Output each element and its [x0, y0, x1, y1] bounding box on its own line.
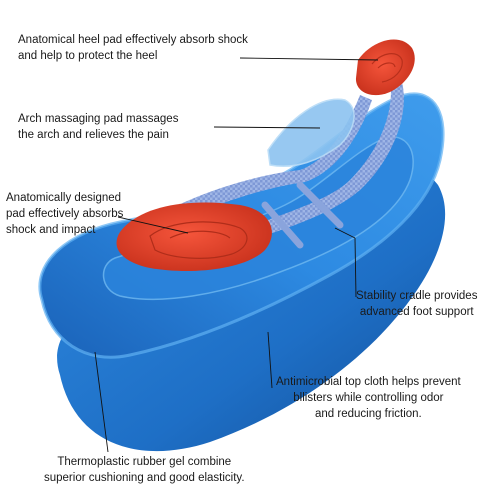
forefoot-pad-callout: Anatomically designed pad effectively ab… — [6, 190, 123, 238]
top-cloth-callout-line-1: Antimicrobial top cloth helps prevent — [276, 376, 461, 388]
heel-pad-callout: Anatomical heel pad effectively absorb s… — [18, 32, 248, 64]
top-cloth-callout-line-3: and reducing friction. — [314, 408, 422, 420]
stability-cradle-callout-line-2: advanced foot support — [359, 306, 474, 318]
heel-pad-ridges — [371, 53, 403, 83]
arch-pad-callout-line-2: the arch and relieves the pain — [18, 129, 169, 141]
leader-line-arch — [213, 126, 321, 129]
leader-line-ball — [117, 216, 189, 234]
leader-lines — [94, 57, 379, 453]
heel-pad-callout-line-2: and help to protect the heel — [18, 50, 158, 62]
arch-pad-callout: Arch massaging pad massages the arch and… — [18, 111, 178, 143]
stability-cradle-callout: Stability cradle provides advanced foot … — [356, 288, 477, 320]
gel-callout-line-1: Thermoplastic rubber gel combine — [57, 456, 232, 468]
arch-pad — [267, 98, 355, 167]
leader-line-stab — [354, 237, 357, 298]
heel-pad-callout-line-1: Anatomical heel pad effectively absorb s… — [18, 34, 248, 46]
top-cloth-callout-line-2: bllisters while controlling odor — [293, 392, 444, 404]
forefoot-pad-ridges — [149, 221, 248, 259]
forefoot-pad-callout-line-1: Anatomically designed — [6, 192, 122, 204]
leader-line-heel — [239, 57, 379, 61]
arch-pad-callout-line-1: Arch massaging pad massages — [18, 113, 179, 125]
leader-line-gel — [94, 351, 109, 453]
forefoot-pad-callout-line-2: pad effectively absorbs — [6, 208, 124, 220]
forefoot-pad-callout-line-3: shock and impact — [6, 224, 96, 236]
leader-line-stab-b — [334, 227, 356, 239]
leader-line-anti — [267, 331, 273, 389]
top-cloth-callout: Antimicrobial top cloth helps prevent bl… — [276, 374, 461, 422]
stability-cradle-callout-line-1: Stability cradle provides — [356, 290, 478, 302]
heel-pad — [355, 39, 415, 96]
gel-callout: Thermoplastic rubber gel combine superio… — [44, 454, 245, 486]
gel-callout-line-2: superior cushioning and good elasticity. — [44, 472, 245, 484]
